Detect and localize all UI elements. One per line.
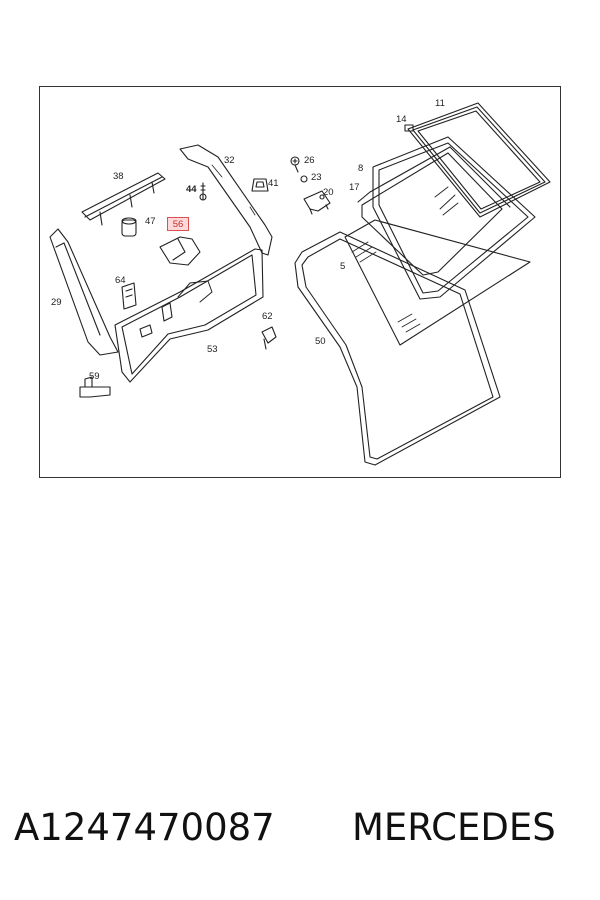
clip-part-62 (261, 326, 277, 350)
footer: A1247470087 MERCEDES (0, 806, 600, 856)
callout-20: 20 (323, 187, 334, 198)
glass-pane-part (344, 219, 531, 346)
callout-11: 11 (435, 98, 445, 109)
callout-14: 14 (396, 114, 407, 125)
tailgate-seal-part (294, 231, 501, 466)
bracket-part-20 (303, 190, 331, 215)
callout-29: 29 (51, 297, 62, 308)
housing-part-56 (159, 236, 201, 266)
tailgate-panel-part (114, 248, 264, 383)
screw-part-44 (199, 182, 207, 201)
callout-26: 26 (304, 155, 315, 166)
bracket-part-64 (121, 282, 137, 310)
clip-part-14 (404, 124, 414, 132)
callout-62: 62 (262, 311, 273, 322)
callout-32: 32 (224, 155, 235, 166)
callout-38: 38 (113, 171, 124, 182)
part-number: A1247470087 (14, 806, 275, 849)
callout-17: 17 (349, 182, 360, 193)
callout-23: 23 (311, 172, 322, 183)
screw-part-26 (290, 156, 308, 183)
callout-50: 50 (315, 336, 326, 347)
callout-5: 5 (340, 261, 346, 272)
bracket-part-59 (79, 376, 111, 398)
callout-47: 47 (145, 216, 156, 227)
spacer-part-47 (121, 217, 137, 237)
callout-8: 8 (358, 163, 364, 174)
side-trim-32-part (179, 144, 273, 256)
parts-diagram (49, 102, 551, 466)
callout-44: 44 (186, 184, 197, 195)
highlight-callout-56[interactable]: 56 (167, 217, 189, 231)
diagram-frame: 11 14 8 17 5 26 23 20 41 32 38 44 47 56 … (39, 86, 561, 478)
callout-64: 64 (115, 275, 126, 286)
side-trim-29-part (49, 228, 119, 356)
callout-41: 41 (268, 178, 279, 189)
trim-rail-part (81, 172, 166, 226)
clip-part-41 (251, 178, 269, 192)
glass-seal-part (357, 136, 536, 300)
callout-53: 53 (207, 344, 218, 355)
window-seal-frame-part (407, 102, 551, 218)
callout-59: 59 (89, 371, 100, 382)
brand-name: MERCEDES (352, 806, 556, 849)
